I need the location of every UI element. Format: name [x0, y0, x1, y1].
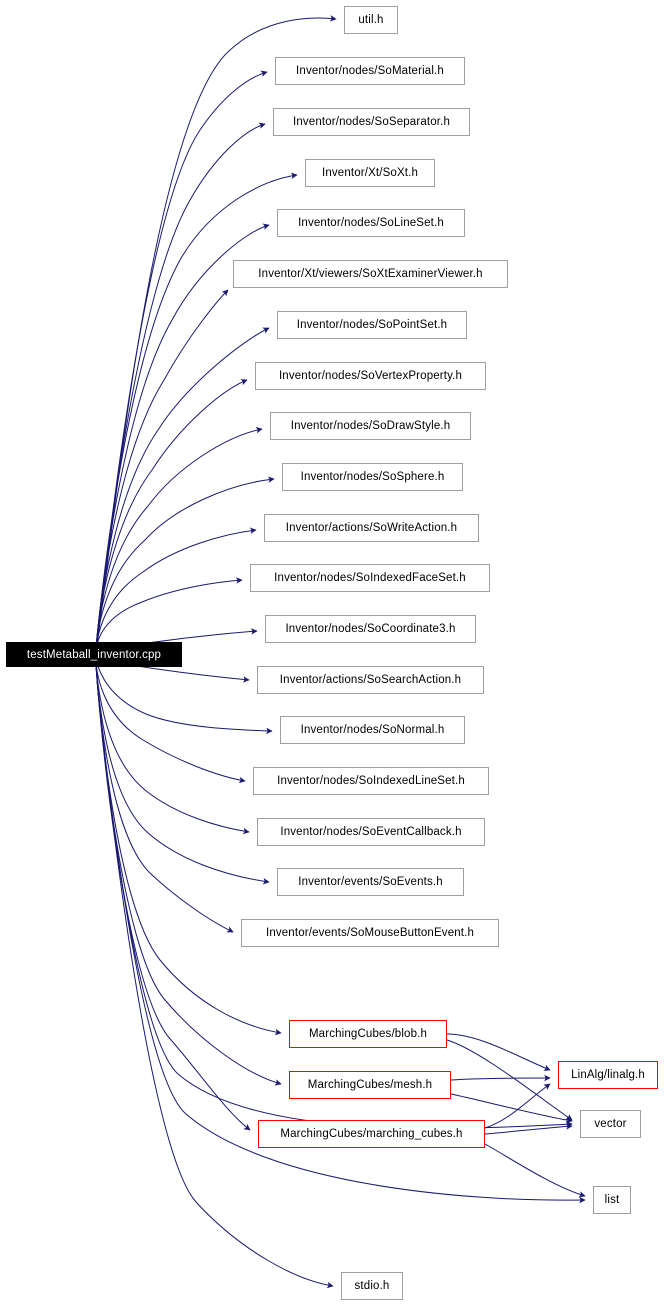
- edge-mcubes-to-linalg: [484, 1083, 551, 1129]
- node-label-socoord3: Inventor/nodes/SoCoordinate3.h: [285, 623, 456, 635]
- node-sosearch[interactable]: Inventor/actions/SoSearchAction.h: [257, 666, 484, 694]
- edge-src-to-blob: [95, 659, 282, 1036]
- node-sovertexp[interactable]: Inventor/nodes/SoVertexProperty.h: [255, 362, 486, 390]
- edge-blob-to-linalg: [446, 1033, 551, 1071]
- node-label-blob: MarchingCubes/blob.h: [308, 1028, 428, 1040]
- node-label-sowrite: Inventor/actions/SoWriteAction.h: [285, 522, 458, 534]
- node-label-somaterial: Inventor/nodes/SoMaterial.h: [296, 65, 444, 77]
- node-sonormal[interactable]: Inventor/nodes/SoNormal.h: [280, 716, 465, 744]
- node-label-soilineset: Inventor/nodes/SoIndexedLineSet.h: [277, 775, 465, 787]
- node-label-soseparator: Inventor/nodes/SoSeparator.h: [292, 116, 450, 128]
- node-soifaceset[interactable]: Inventor/nodes/SoIndexedFaceSet.h: [250, 564, 490, 592]
- node-label-mesh: MarchingCubes/mesh.h: [307, 1079, 433, 1091]
- edge-src-to-somousebtn: [95, 659, 234, 933]
- node-label-soeventcb: Inventor/nodes/SoEventCallback.h: [280, 826, 462, 838]
- node-util[interactable]: util.h: [344, 6, 398, 34]
- node-label-sonormal: Inventor/nodes/SoNormal.h: [300, 724, 445, 736]
- node-soilineset[interactable]: Inventor/nodes/SoIndexedLineSet.h: [253, 767, 489, 795]
- edge-src-to-sonormal: [95, 659, 273, 735]
- node-socoord3[interactable]: Inventor/nodes/SoCoordinate3.h: [265, 615, 476, 643]
- node-soxt[interactable]: Inventor/Xt/SoXt.h: [305, 159, 435, 187]
- node-somaterial[interactable]: Inventor/nodes/SoMaterial.h: [275, 57, 465, 85]
- node-label-soxtexam: Inventor/Xt/viewers/SoXtExaminerViewer.h: [258, 268, 483, 280]
- node-label-util: util.h: [358, 14, 384, 26]
- node-soevents[interactable]: Inventor/events/SoEvents.h: [277, 868, 464, 896]
- edge-src-to-somaterial: [95, 70, 268, 653]
- node-soseparator[interactable]: Inventor/nodes/SoSeparator.h: [273, 108, 470, 136]
- edge-src-to-sodrawstyle: [95, 426, 263, 653]
- node-label-linalg: LinAlg/linalg.h: [571, 1069, 645, 1081]
- node-src: testMetaball_inventor.cpp: [6, 642, 182, 667]
- node-label-soifaceset: Inventor/nodes/SoIndexedFaceSet.h: [274, 572, 466, 584]
- node-blob[interactable]: MarchingCubes/blob.h: [289, 1020, 447, 1048]
- node-soeventcb[interactable]: Inventor/nodes/SoEventCallback.h: [257, 818, 485, 846]
- edge-src-to-soseparator: [95, 122, 266, 653]
- node-mcubes[interactable]: MarchingCubes/marching_cubes.h: [258, 1120, 485, 1148]
- edge-mcubes-to-list: [484, 1143, 586, 1198]
- node-sowrite[interactable]: Inventor/actions/SoWriteAction.h: [264, 514, 479, 542]
- edge-src-to-soeventcb: [95, 659, 250, 835]
- node-sopointset[interactable]: Inventor/nodes/SoPointSet.h: [277, 311, 467, 339]
- node-label-somousebtn: Inventor/events/SoMouseButtonEvent.h: [265, 927, 475, 939]
- edge-src-to-stdio: [95, 659, 334, 1289]
- edge-src-to-soevents: [95, 659, 270, 885]
- node-solineset[interactable]: Inventor/nodes/SoLineSet.h: [277, 209, 465, 237]
- edge-src-to-soifaceset: [95, 577, 243, 653]
- node-label-sopointset: Inventor/nodes/SoPointSet.h: [296, 319, 448, 331]
- node-label-mcubes: MarchingCubes/marching_cubes.h: [280, 1128, 463, 1140]
- node-mesh[interactable]: MarchingCubes/mesh.h: [289, 1071, 451, 1099]
- node-somousebtn[interactable]: Inventor/events/SoMouseButtonEvent.h: [241, 919, 499, 947]
- node-soxtexam[interactable]: Inventor/Xt/viewers/SoXtExaminerViewer.h: [233, 260, 508, 288]
- node-label-stdio: stdio.h: [354, 1280, 390, 1292]
- node-stdio[interactable]: stdio.h: [341, 1272, 403, 1300]
- edge-src-to-solineset: [95, 223, 270, 653]
- node-label-sovertexp: Inventor/nodes/SoVertexProperty.h: [278, 370, 463, 382]
- edge-mesh-to-linalg: [450, 1074, 551, 1082]
- node-sosphere[interactable]: Inventor/nodes/SoSphere.h: [282, 463, 463, 491]
- edge-src-to-mesh: [95, 659, 282, 1086]
- node-label-solineset: Inventor/nodes/SoLineSet.h: [298, 217, 444, 229]
- node-label-src: testMetaball_inventor.cpp: [26, 648, 162, 661]
- edge-blob-to-vector: [446, 1039, 573, 1121]
- node-label-vector: vector: [594, 1118, 627, 1130]
- edge-src-to-soilineset: [95, 659, 246, 784]
- edge-src-to-sosphere: [95, 476, 275, 653]
- node-sodrawstyle[interactable]: Inventor/nodes/SoDrawStyle.h: [270, 412, 471, 440]
- node-label-sosearch: Inventor/actions/SoSearchAction.h: [279, 674, 462, 686]
- node-label-soevents: Inventor/events/SoEvents.h: [298, 876, 443, 888]
- node-list[interactable]: list: [593, 1186, 631, 1214]
- edge-mesh-to-vector: [450, 1093, 573, 1124]
- node-label-list: list: [604, 1194, 620, 1206]
- node-linalg[interactable]: LinAlg/linalg.h: [558, 1061, 658, 1089]
- node-vector[interactable]: vector: [580, 1110, 641, 1138]
- node-label-sodrawstyle: Inventor/nodes/SoDrawStyle.h: [290, 420, 451, 432]
- edge-src-to-mcubes: [95, 659, 251, 1131]
- node-label-soxt: Inventor/Xt/SoXt.h: [321, 167, 419, 179]
- edge-src-to-sowrite: [95, 527, 257, 653]
- edge-mcubes-to-vector: [484, 1123, 573, 1135]
- edge-src-to-sovertexp: [95, 379, 248, 653]
- node-label-sosphere: Inventor/nodes/SoSphere.h: [300, 471, 445, 483]
